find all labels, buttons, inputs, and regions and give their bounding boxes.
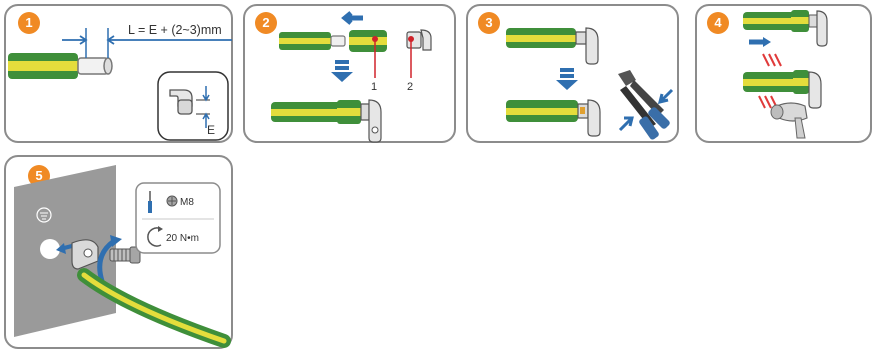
step-4-illustration: [743, 10, 828, 139]
callout-label-2: 2: [407, 81, 413, 93]
screwdriver-icon: [148, 191, 152, 213]
step-2-illustration: 1 2: [271, 11, 432, 143]
bolt-head-icon: [166, 195, 178, 207]
rotate-arrow: [97, 238, 116, 282]
step-3-illustration: [506, 27, 674, 140]
step-5-illustration: M8 20 N•m: [14, 165, 231, 348]
inset-box: [157, 71, 229, 141]
step-1-badge: 1: [18, 12, 40, 34]
step-3-panel: 3: [466, 4, 679, 143]
cable-icon: [77, 268, 231, 348]
torque-label: 20 N•m: [166, 233, 199, 244]
heat-shrink-tube-icon: [349, 30, 387, 52]
ground-symbol-icon: [36, 207, 52, 223]
dim-e-arrow-top: [202, 86, 210, 102]
shrunk-cable-icon: [743, 70, 822, 109]
cable-with-tube-icon: [506, 27, 599, 65]
torque-wrench-icon: [147, 226, 163, 247]
step-1-panel: 1 L = E + (2~3)mm E: [4, 4, 233, 143]
dim-e-label: E: [207, 123, 215, 137]
step-1-illustration: L = E + (2~3)mm E: [8, 23, 232, 141]
dim-arrow-left: [62, 35, 88, 45]
assembled-cable-icon: [271, 99, 382, 143]
squeeze-arrow-bottom: [618, 116, 634, 132]
cable-icon: [8, 53, 113, 79]
cable-icon: [279, 32, 346, 50]
bolt-size-label: M8: [180, 197, 194, 208]
move-left-arrow: [341, 11, 363, 25]
squeeze-arrow-top: [657, 88, 674, 105]
crimping-tool-icon: [618, 70, 670, 140]
step-2-badge: 2: [255, 12, 277, 34]
spec-box: [135, 182, 221, 254]
step-4-panel: 4: [695, 4, 872, 143]
bolt-icon: [109, 246, 141, 264]
lug-on-wall-icon: [71, 239, 99, 270]
terminal-lug-icon: [169, 89, 193, 115]
dim-e-arrow-bottom: [202, 112, 210, 128]
dim-arrow-right: [106, 35, 232, 45]
step-4-badge: 4: [707, 12, 729, 34]
down-arrow-icon: [331, 60, 353, 82]
cable-with-tube-icon: [743, 10, 828, 47]
step-3-badge: 3: [478, 12, 500, 34]
step-2-panel: 2 1 2: [243, 4, 456, 143]
ground-hole: [40, 239, 60, 259]
down-arrow-icon: [556, 68, 578, 90]
crimped-cable-icon: [506, 99, 601, 137]
callout-label-1: 1: [371, 81, 377, 93]
length-formula: L = E + (2~3)mm: [128, 23, 222, 37]
terminal-lug-icon: [406, 29, 432, 51]
step-5-panel: 5: [4, 155, 233, 349]
heat-gun-icon: [770, 102, 808, 139]
